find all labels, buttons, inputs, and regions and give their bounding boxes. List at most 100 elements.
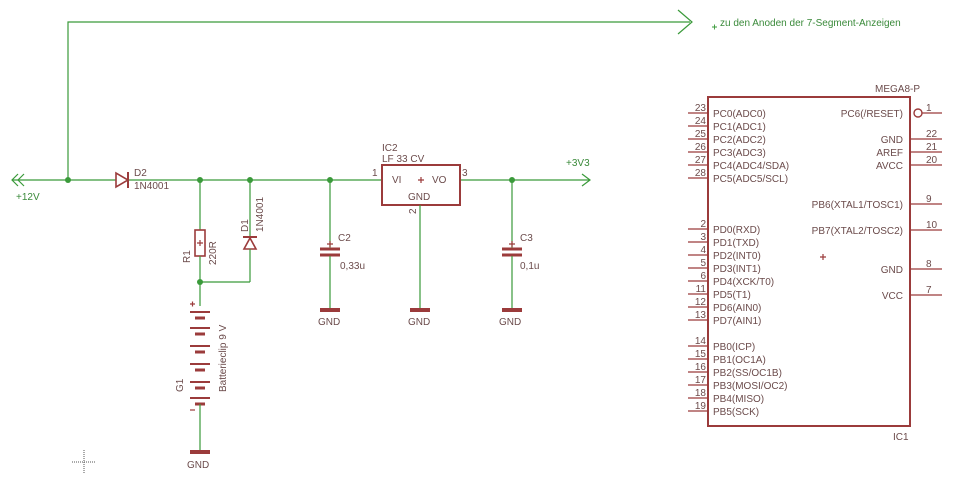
r1-value: 220R	[208, 241, 219, 265]
ic1-pin-label: PD4(XCK/T0)	[713, 277, 774, 288]
ic1-pin-number: 21	[926, 142, 938, 153]
ic1-pin-number: 11	[696, 284, 707, 295]
ic1-pin-number: 1	[926, 103, 932, 114]
ic1-pin-label: GND	[881, 265, 903, 276]
ic1-pin-number: 26	[695, 142, 707, 153]
ic2-body	[381, 164, 461, 206]
ic1-pin-number: 9	[926, 194, 932, 205]
anode-net-label: zu den Anoden der 7-Segment-Anzeigen	[720, 18, 901, 29]
main-rail: +12V +3V3	[11, 158, 591, 203]
ic1-pin-label: PB6(XTAL1/TOSC1)	[812, 200, 903, 211]
battery-g1[interactable]: G1 Batterieclip 9 V	[175, 282, 229, 452]
ic1-pin-label: GND	[881, 135, 903, 146]
ic1-pin-number: 6	[700, 271, 706, 282]
ic1-pin-label: PD1(TXD)	[713, 238, 759, 249]
ic1-pin-number: 16	[695, 362, 707, 373]
ic1-pin-label: PC5(ADC5/SCL)	[713, 174, 788, 185]
ic1-pin-number: 13	[695, 310, 707, 321]
ic1-pin-number: 3	[700, 232, 706, 243]
input-chevron-a	[11, 173, 19, 187]
out-3v3-label: +3V3	[566, 158, 590, 169]
capacitor-c3[interactable]: C3 0,1u	[502, 180, 539, 310]
cursor-crosshair-icon	[72, 450, 96, 474]
ic1-origin-mark	[820, 254, 826, 260]
c2-name: C2	[338, 233, 351, 244]
ic1-pin-number: 22	[926, 129, 938, 140]
ic1-pin-number: 25	[695, 129, 707, 140]
ic1-pin-number: 18	[695, 388, 707, 399]
c3-plus-mark	[509, 241, 515, 247]
ic1-pin-number: 20	[926, 155, 938, 166]
junction-68	[65, 177, 71, 183]
ic1-left-pins: 23PC0(ADC0)24PC1(ADC1)25PC2(ADC2)26PC3(A…	[688, 103, 789, 418]
ic1-pin-number: 2	[700, 219, 706, 230]
ic1-right-pins: 1PC6(/RESET)22GND21AREF20AVCC9PB6(XTAL1/…	[812, 103, 942, 302]
ic1-pin-number: 10	[926, 220, 938, 231]
ic1-pin-number: 8	[926, 259, 932, 270]
ic1-pin-label: PB1(OC1A)	[713, 355, 766, 366]
ic1-pin-label: PC1(ADC1)	[713, 122, 766, 133]
ic1-pin-number: 24	[695, 116, 707, 127]
ic2-pin-gnd: GND	[408, 192, 430, 203]
microcontroller-ic1[interactable]: MEGA8-P IC1 23PC0(ADC0)24PC1(ADC1)25PC2(…	[688, 84, 942, 443]
ic1-body	[707, 96, 911, 427]
ic1-pin-label: PB5(SCK)	[713, 407, 759, 418]
ic1-pin-label: PB4(MISO)	[713, 394, 764, 405]
ic1-pin-number: 14	[695, 336, 707, 347]
g1-plus-mark	[190, 301, 195, 307]
gnd-c3-label: GND	[499, 317, 521, 328]
d1-body-icon	[242, 236, 258, 250]
c2-value: 0,33u	[340, 261, 365, 272]
gnd-g1-label: GND	[187, 460, 209, 471]
diode-d2[interactable]: D2 1N4001	[115, 168, 169, 192]
d2-name: D2	[134, 168, 147, 179]
diode-d1[interactable]: D1 1N4001	[197, 180, 266, 285]
r1-plus-mark	[197, 240, 203, 246]
c3-value: 0,1u	[520, 261, 539, 272]
ic1-pin-number: 23	[695, 103, 707, 114]
resistor-r1[interactable]: R1 220R	[182, 180, 219, 282]
regulator-ic2[interactable]: IC2 LF 33 CV VI VO GND 1 3 2	[372, 143, 468, 310]
in-12v-label: +12V	[16, 192, 40, 203]
ic1-pin-number: 28	[695, 168, 707, 179]
anode-wire	[67, 21, 690, 180]
ic1-reset-bubble	[913, 108, 923, 118]
c2-plus-mark	[327, 241, 333, 247]
capacitor-c2[interactable]: C2 0,33u	[320, 180, 365, 310]
ic1-pin-number: 12	[695, 297, 707, 308]
ic1-pin-label: PD5(T1)	[713, 290, 751, 301]
ic1-name: IC1	[893, 432, 909, 443]
ic1-value: MEGA8-P	[875, 84, 920, 95]
ic2-origin-mark	[418, 177, 424, 183]
anode-arrow	[677, 9, 693, 35]
d1-name: D1	[240, 219, 251, 232]
